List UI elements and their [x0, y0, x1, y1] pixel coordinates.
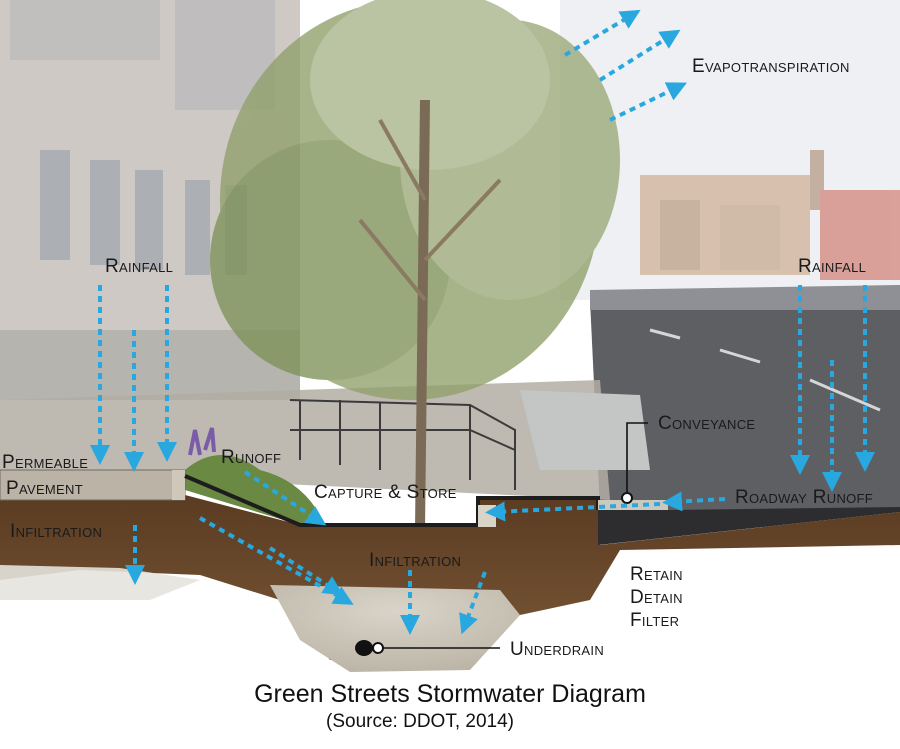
- label-infiltration-left: Infiltration: [10, 521, 102, 542]
- pavement-edge: [172, 470, 185, 500]
- roadway-runoff-arrow: [662, 491, 726, 512]
- conveyance-arrow: [485, 501, 661, 522]
- evap-arrow-1: [563, 9, 641, 57]
- infiltration-arrow-diagonal: [199, 516, 354, 605]
- label-infiltration-center: Infiltration: [369, 550, 461, 571]
- runoff-arrow: [243, 470, 327, 526]
- label-retain: Retain: [630, 564, 683, 585]
- label-evapotranspiration: Evapotranspiration: [692, 56, 850, 77]
- city-buildings: [640, 150, 900, 280]
- label-rainfall-left: Rainfall: [105, 256, 173, 277]
- soil-layer: [0, 495, 900, 660]
- flow-arrows: [90, 9, 875, 635]
- fence-railing: [289, 399, 516, 490]
- permeable-pavement-slab: [0, 469, 186, 501]
- underdrain-pipe: [355, 640, 500, 656]
- infiltration-arrow-diagonal-2: [268, 546, 344, 596]
- diagram-source: (Source: DDOT, 2014): [326, 711, 514, 732]
- far-curb: [590, 285, 900, 310]
- lane-markings: [649, 328, 881, 412]
- label-roadway-runoff: Roadway Runoff: [735, 487, 873, 508]
- label-conveyance: Conveyance: [658, 413, 755, 434]
- label-runoff: Runoff: [221, 447, 281, 468]
- gravel-bed: [270, 585, 520, 672]
- infiltration-arrow-center-2: [459, 571, 487, 635]
- evap-arrow-2: [598, 29, 681, 82]
- label-pavement: Pavement: [6, 478, 83, 499]
- road-section: [598, 507, 900, 545]
- label-permeable: Permeable: [2, 452, 88, 473]
- gravel-left: [0, 565, 200, 600]
- planter-plants: [185, 427, 320, 525]
- stormwater-scene: Evapotranspiration Rainfall Rainfall Per…: [0, 0, 900, 672]
- evap-arrow-3: [609, 82, 687, 122]
- conveyance-point: [621, 492, 633, 504]
- label-underdrain: Underdrain: [510, 639, 604, 660]
- conveyance-leader: [626, 422, 648, 500]
- tree-trunk: [415, 99, 430, 531]
- label-detain: Detain: [630, 587, 683, 608]
- roadway: [590, 300, 900, 510]
- label-capture-store: Capture & Store: [314, 482, 457, 503]
- diagram-title: Green Streets Stormwater Diagram: [254, 680, 646, 708]
- curb-area: [520, 390, 650, 470]
- curb-inlet: [478, 505, 496, 527]
- label-filter: Filter: [630, 610, 679, 631]
- label-rainfall-right: Rainfall: [798, 256, 866, 277]
- tree-branches: [358, 119, 502, 302]
